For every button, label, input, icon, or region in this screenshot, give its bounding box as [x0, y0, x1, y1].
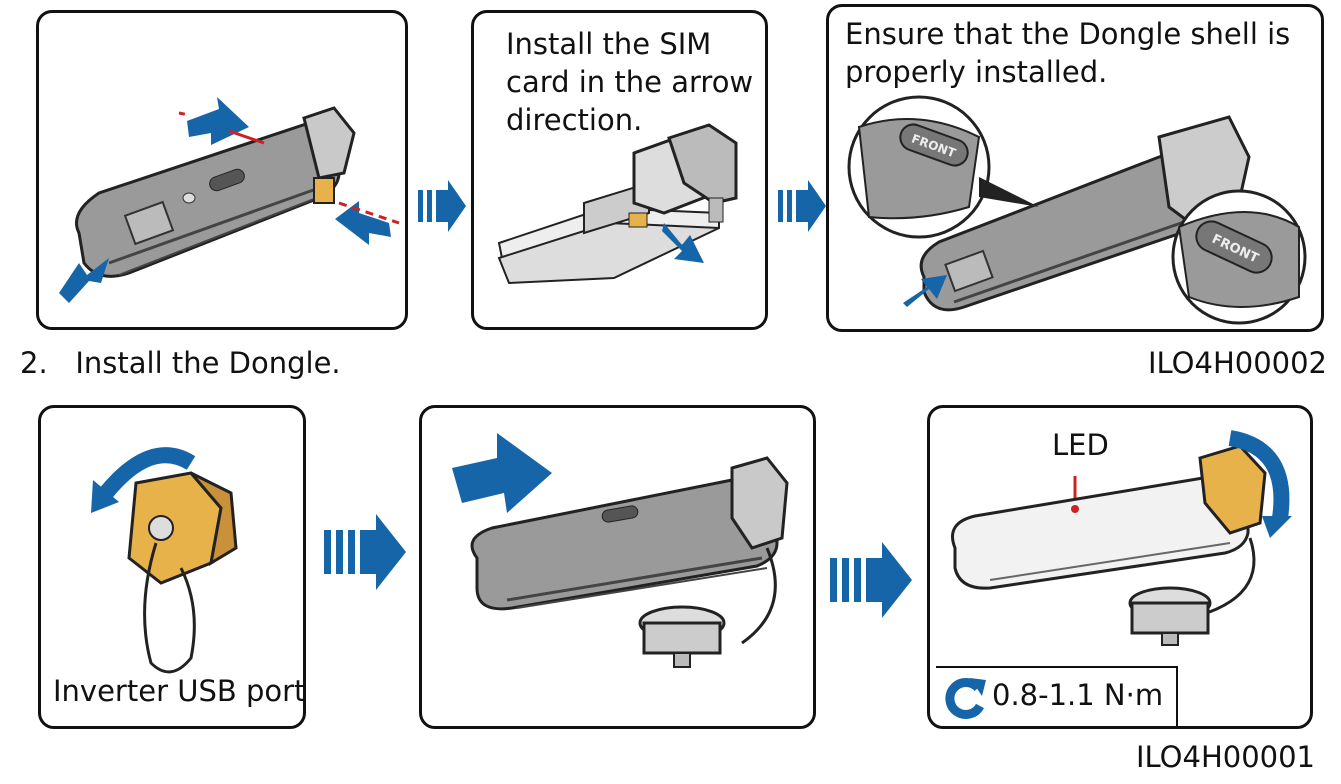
- shell-instruction-line-1: Ensure that the Dongle shell is: [845, 17, 1291, 51]
- flow-arrow-4: [828, 540, 912, 620]
- figure-id-bottom: ILO4H00001: [1136, 740, 1316, 774]
- panel-install-sim: Install the SIM card in the arrow direct…: [471, 10, 768, 330]
- flow-arrow-2: [776, 180, 826, 232]
- panel-tighten-dongle: LED 0.8-1.1 N·m: [927, 405, 1313, 729]
- usb-cap-illustration: [91, 447, 238, 674]
- shell-instruction-line-2: properly installed.: [845, 55, 1108, 89]
- rotate-icon: [945, 677, 986, 719]
- tighten-dongle-illustration: [951, 430, 1292, 646]
- torque-value: 0.8-1.1 N·m: [992, 678, 1164, 712]
- flow-arrow-1: [416, 180, 466, 232]
- sim-instruction-line-2: card in the arrow: [506, 65, 754, 99]
- usb-port-label: Inverter USB port: [53, 674, 306, 708]
- flow-arrow-3: [322, 512, 406, 592]
- led-label: LED: [1052, 428, 1109, 462]
- step-title: Install the Dongle.: [75, 346, 341, 380]
- figure-id-top: ILO4H00002: [1148, 346, 1328, 380]
- panel-shell-installed: Ensure that the Dongle shell is properly…: [826, 4, 1324, 332]
- panel-remove-shell: [36, 10, 408, 330]
- sim-instruction-line-1: Install the SIM: [506, 27, 712, 61]
- sim-insert-illustration: [497, 123, 738, 285]
- step-number: 2.: [20, 346, 48, 380]
- insert-dongle-illustration: [452, 433, 789, 668]
- shell-check-illustration: FRONT FRONT: [847, 95, 1307, 325]
- step-heading: 2. Install the Dongle.: [20, 346, 341, 380]
- sim-instruction-line-3: direction.: [506, 103, 643, 137]
- panel-insert-dongle: [419, 405, 816, 729]
- dongle-open-illustration: [59, 97, 400, 303]
- torque-box: 0.8-1.1 N·m: [936, 666, 1178, 726]
- panel-usb-port: Inverter USB port: [38, 405, 306, 729]
